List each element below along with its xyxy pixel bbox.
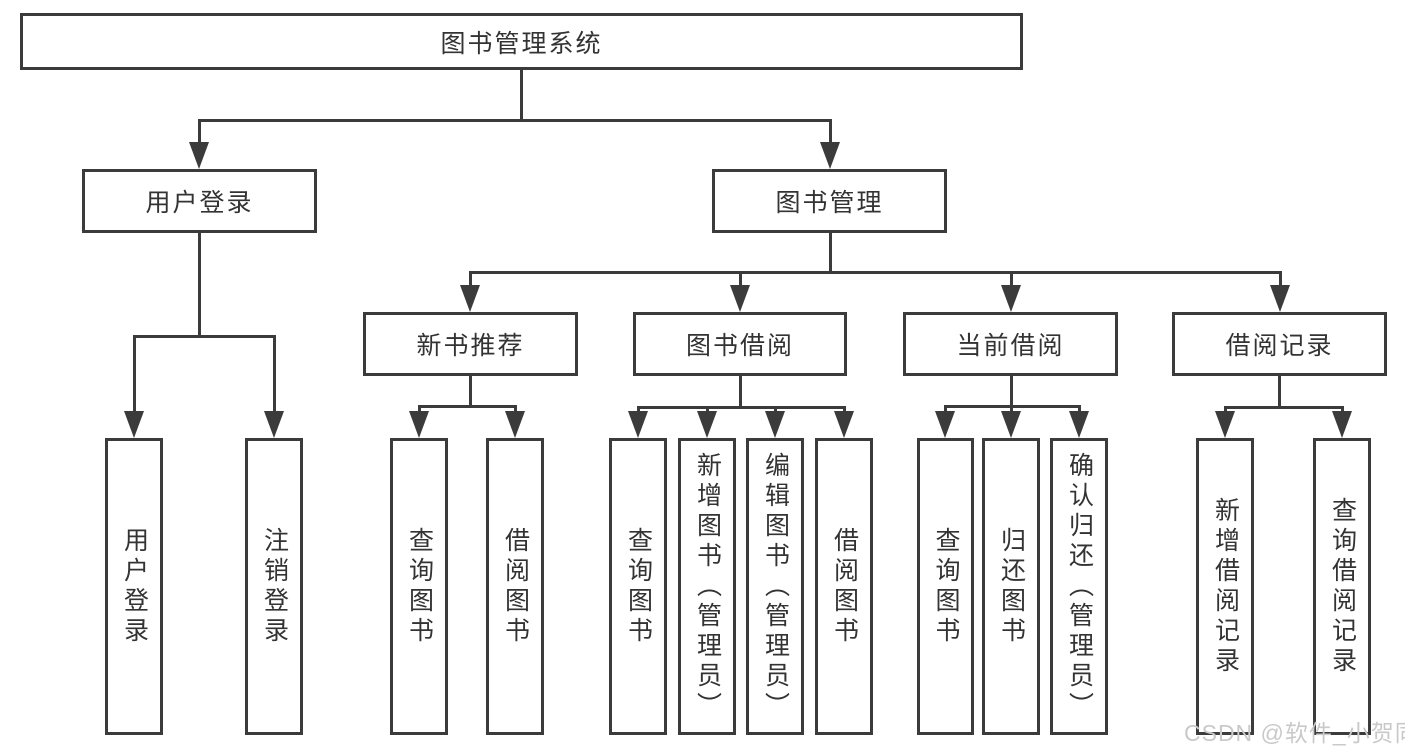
connector-line (519, 70, 523, 120)
leaf-add-book-admin: 新增图书（管理员） (678, 438, 736, 735)
arrowhead-icon (1069, 411, 1089, 438)
arrowhead-icon (820, 142, 840, 169)
connector-line (513, 406, 517, 413)
arrowhead-icon (1001, 411, 1021, 438)
node-book-management: 图书管理 (712, 169, 947, 233)
leaf-logout-label: 注销登录 (260, 526, 289, 647)
leaf-query-books-borrowing-label: 查询图书 (624, 526, 653, 647)
leaf-confirm-return-admin-label: 确认归还（管理员） (1065, 451, 1094, 722)
arrowhead-icon (1270, 285, 1290, 312)
arrowhead-icon (1332, 411, 1352, 438)
leaf-borrow-books-recommend: 借阅图书 (486, 438, 544, 735)
node-current-borrowing: 当前借阅 (903, 312, 1118, 376)
connector-line (417, 404, 517, 408)
connector-line (1223, 405, 1344, 409)
leaf-add-borrow-record-label: 新增借阅记录 (1211, 496, 1240, 677)
leaf-confirm-return-admin: 确认归还（管理员） (1050, 438, 1108, 735)
connector-line (636, 405, 846, 409)
arrowhead-icon (409, 411, 429, 438)
leaf-query-books-recommend: 查询图书 (390, 438, 448, 735)
arrowhead-icon (935, 411, 955, 438)
arrowhead-icon (834, 411, 854, 438)
leaf-user-login: 用户登录 (105, 438, 163, 735)
connector-line (1277, 376, 1281, 407)
connector-line (1278, 272, 1282, 287)
connector-line (1077, 406, 1081, 413)
connector-line (272, 336, 276, 413)
connector-line (197, 233, 201, 336)
node-library-management-system: 图书管理系统 (20, 13, 1023, 70)
leaf-borrow-books-recommend-label: 借阅图书 (501, 526, 530, 647)
leaf-return-book: 归还图书 (982, 438, 1040, 735)
arrowhead-icon (1215, 411, 1235, 438)
leaf-user-login-label: 用户登录 (120, 526, 149, 647)
leaf-add-book-admin-label: 新增图书（管理员） (693, 451, 722, 722)
leaf-query-books-recommend-label: 查询图书 (405, 526, 434, 647)
node-new-book-recommend: 新书推荐 (363, 312, 578, 376)
connector-line (738, 376, 742, 407)
arrowhead-icon (1001, 285, 1021, 312)
arrowhead-icon (628, 411, 648, 438)
connector-line (1223, 407, 1227, 413)
connector-line (132, 334, 276, 338)
connector-line (773, 407, 777, 413)
connector-line (1009, 376, 1013, 406)
connector-line (1009, 406, 1013, 413)
node-borrowing-records: 借阅记录 (1172, 312, 1387, 376)
connector-line (197, 120, 201, 144)
connector-line (705, 407, 709, 413)
arrowhead-icon (124, 411, 144, 438)
connector-line (468, 376, 472, 406)
leaf-logout: 注销登录 (245, 438, 303, 735)
leaf-borrow-books-borrowing-label: 借阅图书 (830, 526, 859, 647)
connector-line (828, 120, 832, 144)
leaf-query-borrow-record: 查询借阅记录 (1313, 438, 1371, 735)
leaf-query-books-borrowing: 查询图书 (609, 438, 667, 735)
connector-line (1009, 272, 1013, 287)
arrowhead-icon (765, 411, 785, 438)
leaf-query-books-current-label: 查询图书 (932, 526, 960, 647)
connector-line (468, 272, 472, 287)
csdn-watermark: CSDN @软件_小贺同学 (1184, 720, 1405, 746)
leaf-edit-book-admin-label: 编辑图书（管理员） (761, 451, 790, 722)
leaf-return-book-label: 归还图书 (997, 526, 1026, 647)
connector-line (132, 336, 136, 413)
connector-line (468, 270, 1282, 274)
connector-line (828, 233, 832, 272)
leaf-query-borrow-record-label: 查询借阅记录 (1328, 496, 1357, 677)
connector-line (1340, 407, 1344, 413)
leaf-borrow-books-borrowing: 借阅图书 (815, 438, 873, 735)
node-user-login: 用户登录 (82, 169, 317, 233)
arrowhead-icon (264, 411, 284, 438)
connector-line (738, 272, 742, 287)
connector-line (636, 407, 640, 413)
arrowhead-icon (460, 285, 480, 312)
leaf-edit-book-admin: 编辑图书（管理员） (746, 438, 804, 735)
leaf-add-borrow-record: 新增借阅记录 (1196, 438, 1254, 735)
node-book-borrowing: 图书借阅 (633, 312, 847, 376)
arrowhead-icon (505, 411, 525, 438)
leaf-query-books-current: 查询图书 (917, 438, 974, 735)
arrowhead-icon (730, 285, 750, 312)
connector-line (943, 406, 947, 413)
connector-line (197, 118, 832, 122)
connector-line (842, 407, 846, 413)
arrowhead-icon (189, 142, 209, 169)
arrowhead-icon (697, 411, 717, 438)
connector-line (417, 406, 421, 413)
